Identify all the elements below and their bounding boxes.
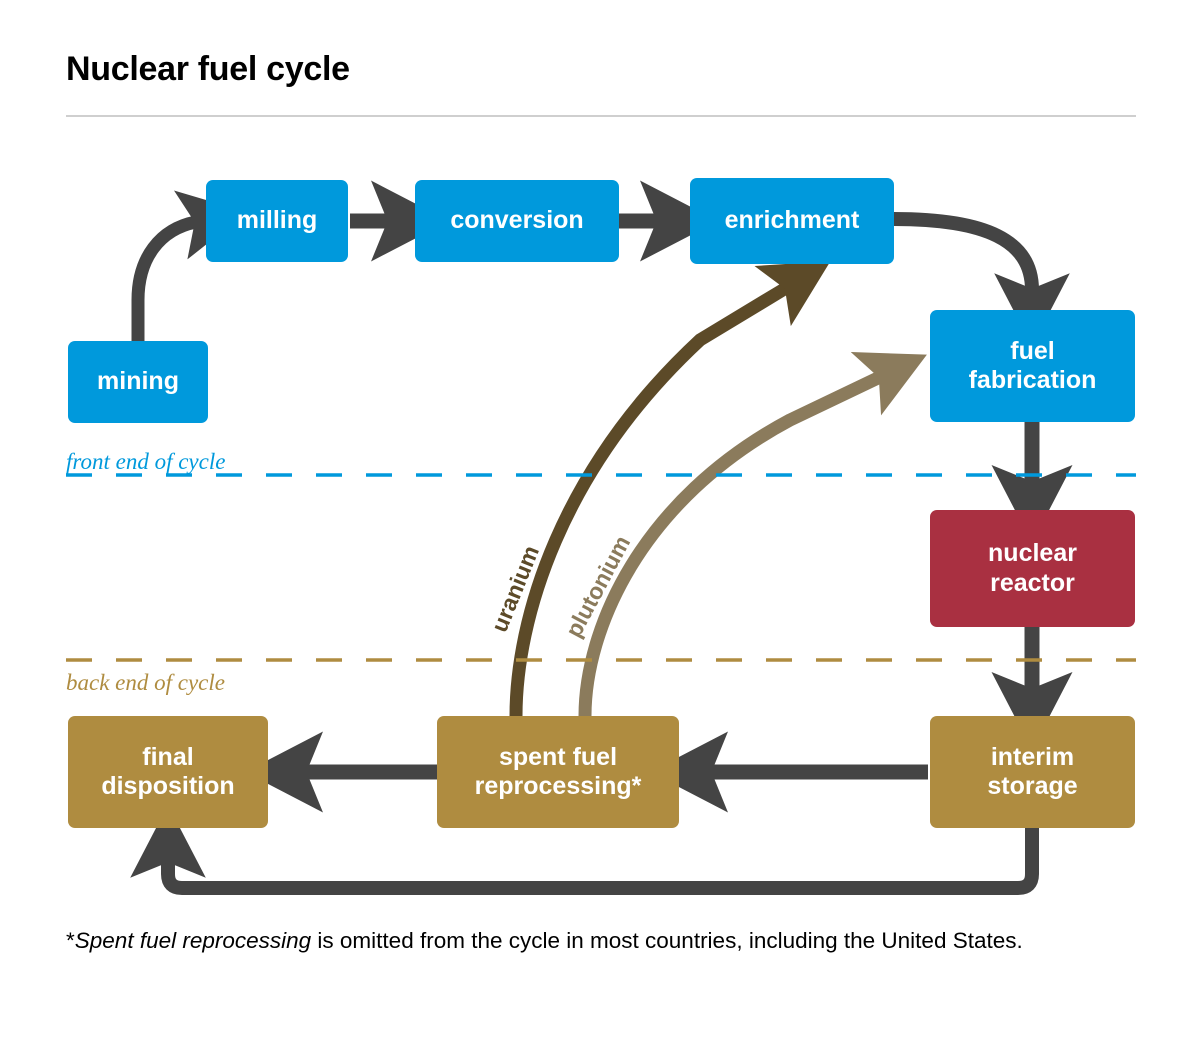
node-nuclear-reactor-line1: nuclear — [988, 539, 1077, 567]
footnote: *Spent fuel reprocessing is omitted from… — [66, 925, 1106, 958]
footnote-rest: is omitted from the cycle in most countr… — [311, 928, 1023, 953]
node-final-disposition[interactable]: final disposition — [68, 716, 268, 828]
node-conversion-label: conversion — [450, 206, 584, 235]
front-end-of-cycle-label: front end of cycle — [66, 449, 226, 474]
node-fuel-fabrication-label: fuel fabrication — [969, 337, 1097, 396]
node-spent-fuel-reprocessing[interactable]: spent fuel reprocessing* — [437, 716, 679, 828]
node-final-disposition-line1: final — [142, 742, 194, 771]
node-spent-fuel-reprocessing-line2: reprocessing* — [474, 772, 642, 800]
arrow-plutonium-to-fuel-fabrication — [578, 352, 927, 717]
node-enrichment[interactable]: enrichment — [690, 178, 894, 264]
node-milling[interactable]: milling — [206, 180, 348, 262]
node-spent-fuel-reprocessing-label: spent fuel reprocessing* — [475, 743, 642, 802]
node-fuel-fabrication-line1: fuel — [1010, 336, 1055, 365]
node-nuclear-reactor-label: nuclear reactor — [988, 539, 1077, 598]
node-mining-label: mining — [97, 367, 179, 396]
node-milling-label: milling — [236, 206, 318, 235]
footnote-italic-term: Spent fuel reprocessing — [74, 928, 312, 953]
node-fuel-fabrication[interactable]: fuel fabrication — [930, 310, 1135, 422]
node-final-disposition-line2: disposition — [101, 772, 235, 800]
node-spent-fuel-reprocessing-line1: spent fuel — [498, 742, 618, 771]
arrow-uranium-to-enrichment — [509, 261, 831, 717]
title-divider-rule — [66, 115, 1136, 117]
node-enrichment-label: enrichment — [724, 206, 860, 235]
node-mining[interactable]: mining — [68, 341, 208, 423]
node-interim-storage-line1: interim — [990, 742, 1075, 771]
back-end-of-cycle-label: back end of cycle — [66, 670, 225, 695]
node-nuclear-reactor[interactable]: nuclear reactor — [930, 510, 1135, 627]
node-conversion[interactable]: conversion — [415, 180, 619, 262]
node-interim-storage[interactable]: interim storage — [930, 716, 1135, 828]
node-interim-storage-label: interim storage — [987, 743, 1077, 802]
page-title: Nuclear fuel cycle — [66, 50, 350, 88]
arrow-mining-to-milling — [131, 190, 248, 341]
node-fuel-fabrication-line2: fabrication — [968, 366, 1097, 394]
node-nuclear-reactor-line2: reactor — [990, 568, 1075, 597]
node-final-disposition-label: final disposition — [101, 743, 234, 802]
arrow-interim-storage-to-final-disposition-loop — [130, 805, 1039, 895]
arrow-enrichment-to-fuel-fabrication — [893, 212, 1070, 346]
footnote-asterisk: * — [66, 928, 75, 953]
node-interim-storage-line2: storage — [987, 772, 1078, 800]
